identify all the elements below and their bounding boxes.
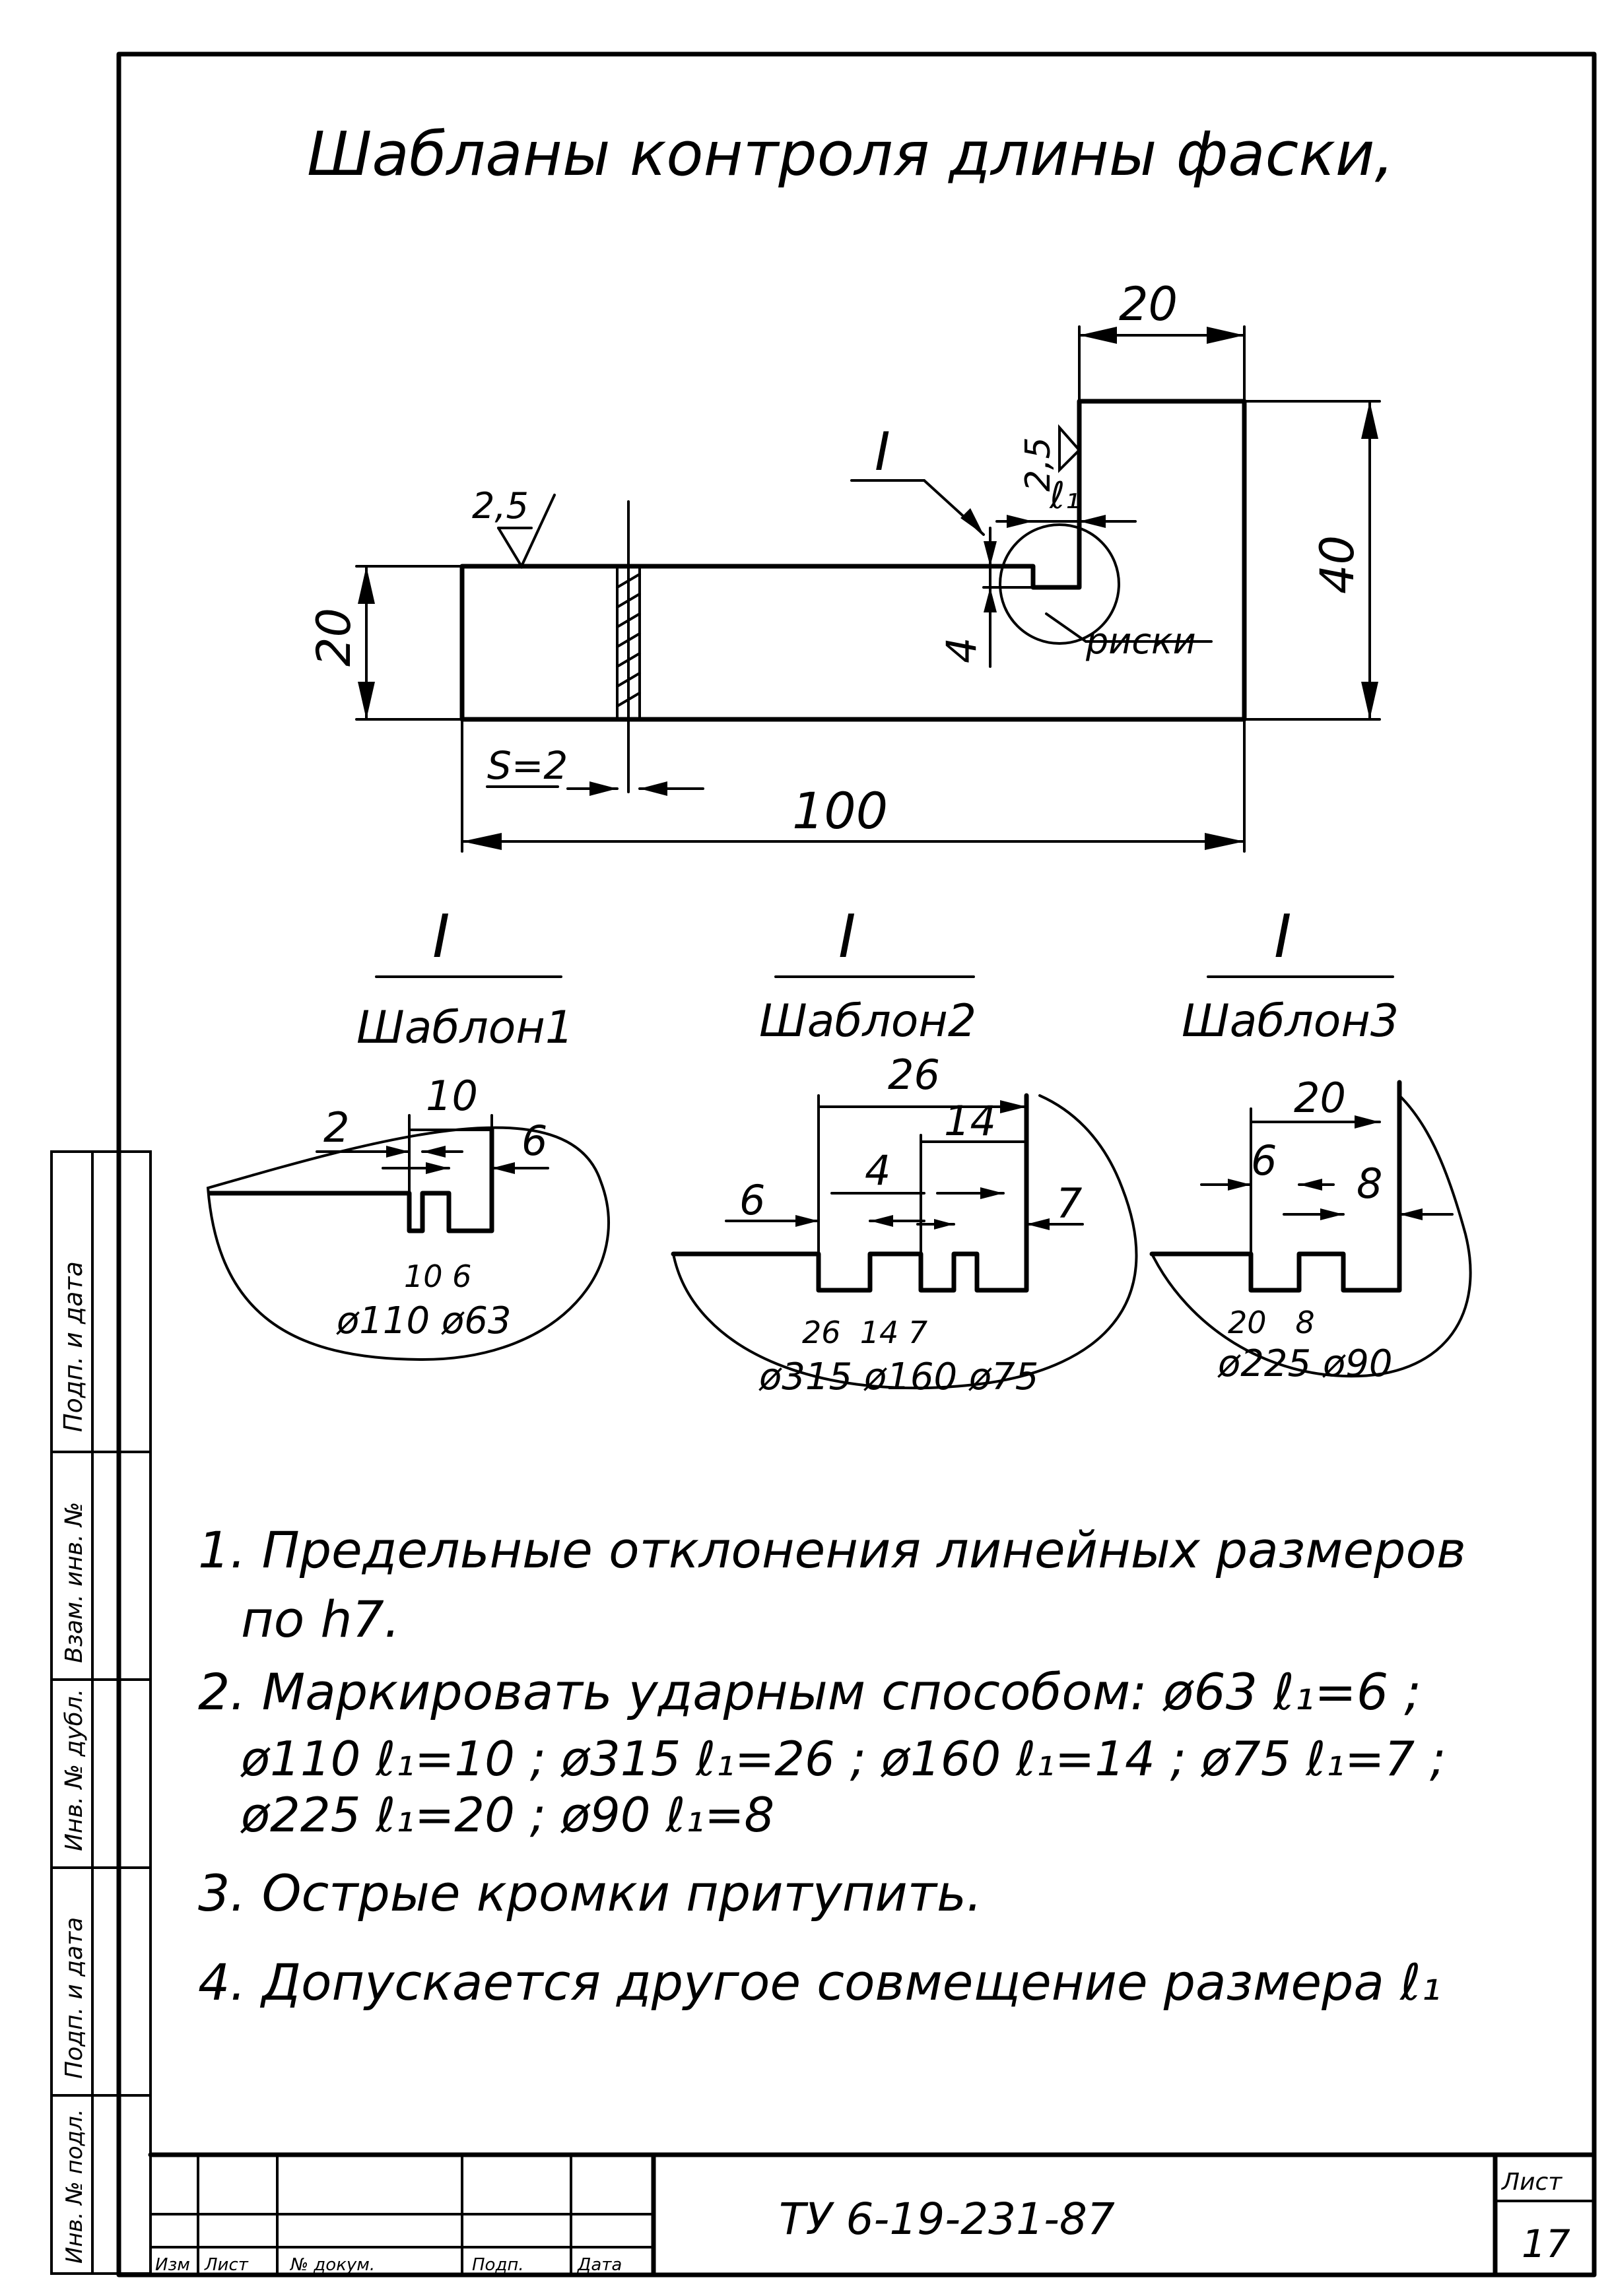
template-3-dim-8: 8: [1357, 1160, 1382, 1208]
template-3-dim-6: 6: [1251, 1136, 1277, 1185]
template-1-dim-6: 6: [521, 1117, 547, 1165]
section-mark-main: I: [875, 421, 890, 482]
main-template-drawing: 100 20 40 20 4 S=2: [307, 277, 1381, 853]
template-2-dim-6: 6: [739, 1176, 765, 1224]
template-2-bottom-nums: 26 14 7: [802, 1315, 927, 1350]
template-2-mark: I: [838, 902, 856, 971]
template-2: I Шаблон2 26 14 4 6 7 26 14 7 ø315 ø160 …: [671, 902, 1138, 1398]
title-block-col-1: Изм: [155, 2255, 190, 2275]
roughness-right: 2,5: [1019, 437, 1058, 492]
template-2-name: Шаблон2: [759, 995, 976, 1047]
title-block-col-2: Лист: [204, 2255, 249, 2275]
roughness-left: 2,5: [472, 485, 529, 527]
title-block-col-5: Дата: [577, 2255, 622, 2275]
template-2-blob: [672, 1094, 1138, 1390]
template-1-dim-2: 2: [323, 1103, 349, 1152]
title-block: Изм Лист № докум. Подп. Дата ТУ 6-19-231…: [148, 2152, 1597, 2278]
side-stamp: Подп. и дата Взам. инв. № Инв. № дубл. П…: [50, 1150, 152, 2275]
side-stamp-3: Инв. № дубл.: [61, 1689, 88, 1851]
side-stamp-2: Взам. инв. №: [61, 1502, 88, 1663]
l1-label: ℓ₁: [1049, 475, 1080, 517]
template-outline: [459, 399, 1247, 722]
template-1: I Шаблон1 10 2 6 10 6 ø110 ø63: [206, 902, 610, 1361]
side-stamp-4: Подп. и дата: [61, 1917, 88, 2079]
sheet-number: 17: [1522, 2221, 1570, 2266]
title-block-col-3: № докум.: [289, 2255, 375, 2275]
title-block-col-4: Подп.: [472, 2255, 524, 2275]
template-1-name: Шаблон1: [356, 1002, 574, 1054]
dim-step: 4: [937, 638, 986, 663]
note-1-line-1: 1. Предельные отклонения линейных размер…: [198, 1521, 1466, 1579]
sheet-label: Лист: [1500, 2169, 1562, 2196]
template-3-dim-20: 20: [1294, 1074, 1346, 1122]
template-3-bottom-nums: 20 8: [1228, 1305, 1315, 1340]
template-2-dim-4: 4: [865, 1146, 890, 1195]
template-1-blob: [206, 1126, 610, 1361]
note-2-line-1: 2. Маркировать ударным способом: ø63 ℓ₁=…: [198, 1662, 1421, 1721]
note-1-line-2: по h7.: [241, 1590, 400, 1649]
template-1-mark: I: [432, 902, 450, 971]
dim-thickness: S=2: [487, 743, 568, 788]
template-3: I Шаблон3 20 6 8 20 8 ø225 ø90: [1149, 902, 1472, 1385]
template-2-dim-7: 7: [1056, 1179, 1082, 1228]
template-2-dim-14: 14: [944, 1097, 996, 1145]
detail-circle: [999, 523, 1120, 645]
template-1-bottom-nums: 10 6: [404, 1259, 471, 1294]
note-3: 3. Острые кромки притупить.: [198, 1864, 982, 1922]
document-number: ТУ 6-19-231-87: [779, 2194, 1115, 2245]
template-2-dim-26: 26: [888, 1051, 940, 1099]
template-2-diameters: ø315 ø160 ø75: [758, 1356, 1038, 1398]
note-4: 4. Допускается другое совмещение размера…: [198, 1953, 1441, 2012]
dim-top-width: 20: [1119, 277, 1178, 331]
sheet-frame: [116, 51, 1597, 2278]
dim-tall-height: 40: [1310, 535, 1364, 594]
drawing-title: Шабланы контроля длины фаски,: [307, 119, 1394, 189]
template-1-dim-10: 10: [426, 1072, 478, 1120]
template-3-mark: I: [1274, 902, 1292, 971]
template-3-diameters: ø225 ø90: [1217, 1342, 1392, 1385]
dim-overall-length: 100: [792, 781, 888, 840]
template-3-name: Шаблон3: [1182, 995, 1399, 1047]
template-1-diameters: ø110 ø63: [336, 1299, 511, 1342]
dim-height: 20: [307, 608, 361, 667]
note-2-line-3: ø225 ℓ₁=20 ; ø90 ℓ₁=8: [240, 1787, 774, 1843]
template-3-blob: [1151, 1094, 1472, 1378]
notes: 1. Предельные отклонения линейных размер…: [198, 1521, 1466, 2012]
side-stamp-5: Инв. № подл.: [61, 2109, 88, 2264]
side-stamp-1: Подп. и дата: [59, 1261, 88, 1432]
note-2-line-2: ø110 ℓ₁=10 ; ø315 ℓ₁=26 ; ø160 ℓ₁=14 ; ø…: [240, 1731, 1446, 1787]
